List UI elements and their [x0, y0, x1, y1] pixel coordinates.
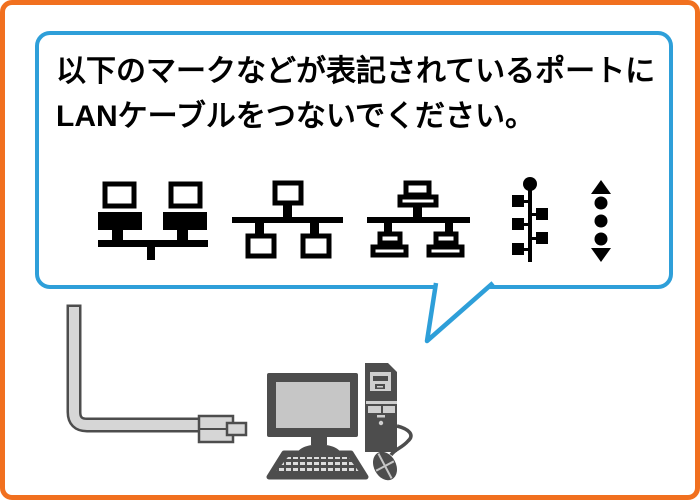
instruction-line-1: 以下のマークなどが表記されているポートに — [56, 55, 656, 88]
instruction-line-2: LANケーブルをつないでください。 — [56, 100, 535, 133]
lan-port-marks-row — [98, 177, 611, 262]
monitor-stand — [297, 444, 341, 455]
lan-mark-computer-tree-icon — [367, 180, 470, 258]
pc-tower — [365, 363, 397, 452]
mouse — [373, 424, 413, 481]
lan-cable-illustration — [66, 304, 248, 444]
instruction-text: 以下のマークなどが表記されているポートに LANケーブルをつないでください。 — [56, 49, 659, 139]
lan-mark-updown-transfer-icon — [591, 180, 611, 262]
speech-bubble-tail — [424, 281, 495, 344]
keyboard — [266, 450, 369, 480]
monitor-screen — [276, 382, 350, 428]
rj45-connector — [197, 414, 248, 444]
lan-mark-bus-terminals-icon — [98, 181, 208, 260]
mouse-cable — [389, 424, 413, 457]
desktop-computer-illustration — [266, 363, 413, 481]
lan-mark-hub-chain-icon — [512, 177, 548, 262]
lan-mark-square-tree-icon — [232, 180, 343, 259]
monitor — [267, 373, 358, 455]
